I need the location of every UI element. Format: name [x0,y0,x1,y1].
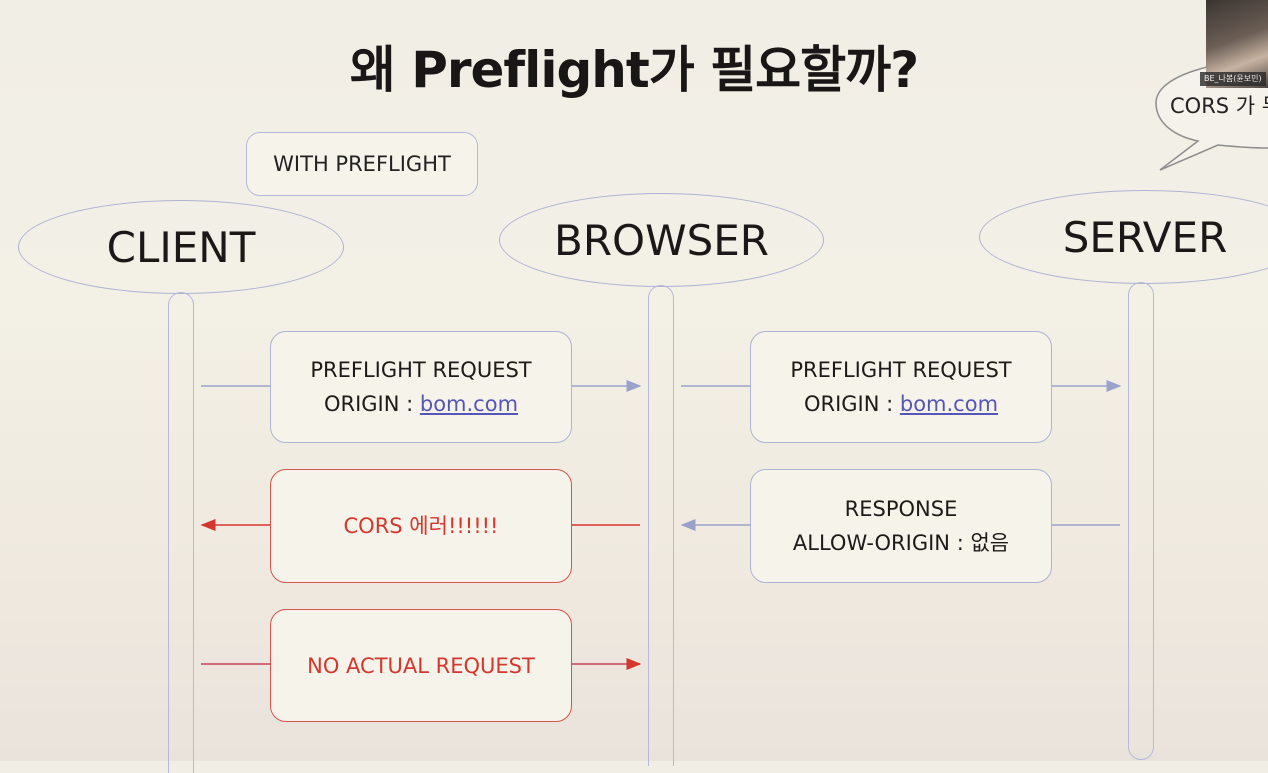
origin-line: ORIGIN : bom.com [324,387,518,421]
cors-error-box: CORS 에러!!!!!! [270,469,572,583]
response-label: RESPONSE [844,497,958,521]
with-preflight-note: WITH PREFLIGHT [246,132,478,196]
preflight-request-label: PREFLIGHT REQUEST [790,358,1012,382]
origin-link[interactable]: bom.com [899,392,999,416]
origin-label: ORIGIN : [803,392,900,416]
webcam-label: BE_나봄(윤보민) [1200,72,1266,86]
server-actor: SERVER [979,190,1268,284]
preflight-request-browser-box: PREFLIGHT REQUEST ORIGIN : bom.com [750,331,1052,443]
client-lifeline [168,292,194,773]
slide-title: 왜 Preflight가 필요할까? [349,41,919,99]
origin-line: ORIGIN : bom.com [804,387,998,421]
origin-label: ORIGIN : [323,392,420,416]
preflight-request-label: PREFLIGHT REQUEST [310,358,532,382]
no-actual-request-box: NO ACTUAL REQUEST [270,609,572,722]
allow-origin-label: ALLOW-ORIGIN : 없음 [792,531,1010,555]
cors-error-label: CORS 에러!!!!!! [343,514,499,538]
server-response-box: RESPONSE ALLOW-ORIGIN : 없음 [750,469,1052,583]
speech-bubble-text: CORS 가 무 [1170,94,1268,118]
note-label: WITH PREFLIGHT [273,152,451,176]
server-label: SERVER [1062,212,1228,262]
browser-label: BROWSER [554,215,769,265]
origin-link[interactable]: bom.com [419,392,519,416]
preflight-request-client-box: PREFLIGHT REQUEST ORIGIN : bom.com [270,331,572,443]
server-lifeline [1128,282,1154,760]
client-label: CLIENT [106,222,256,272]
browser-lifeline [648,285,674,766]
no-actual-request-label: NO ACTUAL REQUEST [307,653,535,678]
